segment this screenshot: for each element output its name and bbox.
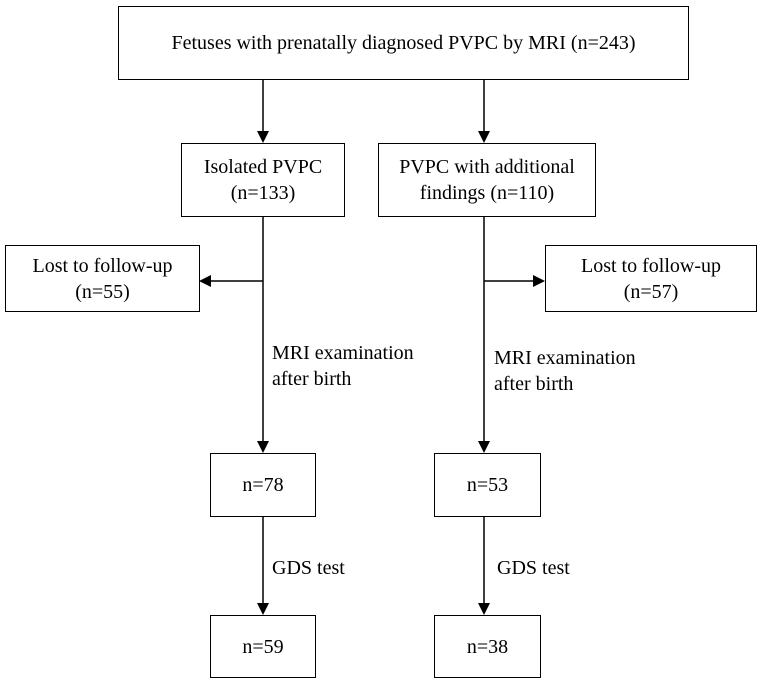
lost-to-follow-up-left-box: Lost to follow-up (n=55): [5, 245, 200, 312]
n53-label: n=53: [466, 474, 509, 496]
lost-right-count: (n=57): [623, 280, 679, 303]
n59-label: n=59: [242, 635, 284, 658]
mri-right-line1: MRI examination: [494, 347, 636, 369]
lost-to-follow-up-right-box: Lost to follow-up (n=57): [545, 245, 757, 312]
additional-findings-box: PVPC with additional findings (n=110): [378, 143, 596, 217]
root-box: Fetuses with prenatally diagnosed PVPC b…: [118, 6, 689, 80]
n53-box: n=53: [434, 453, 541, 517]
n78-label: n=78: [242, 474, 284, 496]
root-label: Fetuses with prenatally diagnosed PVPC b…: [171, 32, 636, 54]
n38-label: n=38: [466, 635, 509, 658]
isolated-pvpc-count: (n=133): [230, 182, 296, 204]
additional-findings-label: PVPC with additional: [399, 156, 575, 178]
lost-left-count: (n=55): [75, 280, 130, 303]
mri-after-birth-left-label: MRI examination after birth: [272, 340, 414, 392]
mri-left-line2: after birth: [272, 368, 352, 390]
n38-box: n=38: [434, 615, 541, 678]
gds-test-right-label: GDS test: [497, 557, 570, 579]
lost-right-label: Lost to follow-up: [581, 254, 721, 277]
lost-left-label: Lost to follow-up: [32, 254, 173, 277]
mri-right-line2: after birth: [494, 373, 574, 395]
gds-test-left-label: GDS test: [272, 557, 345, 579]
isolated-pvpc-box: Isolated PVPC (n=133): [181, 143, 345, 217]
isolated-pvpc-label: Isolated PVPC: [203, 156, 323, 178]
additional-findings-count: findings (n=110): [419, 182, 555, 204]
mri-left-line1: MRI examination: [272, 342, 414, 364]
n78-box: n=78: [210, 453, 316, 517]
mri-after-birth-right-label: MRI examination after birth: [494, 345, 636, 397]
n59-box: n=59: [210, 615, 316, 678]
